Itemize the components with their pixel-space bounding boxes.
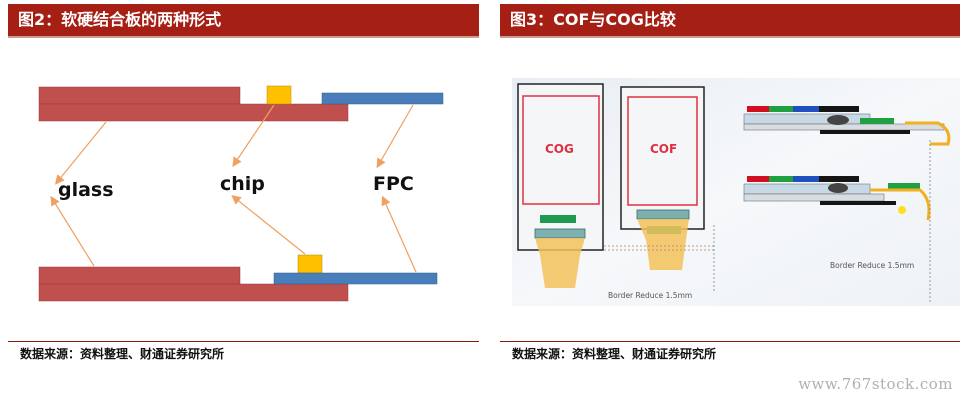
- arrow-glass-top: [54, 121, 107, 185]
- bottom-section-green-block: [769, 176, 793, 182]
- cof-connector: [636, 209, 690, 220]
- bottom-section-black-strip: [820, 201, 896, 205]
- label-chip: chip: [220, 173, 265, 195]
- top-glass-lower: [38, 103, 349, 122]
- top-section-panel: [743, 113, 871, 125]
- arrow-fpc-bottom: [381, 195, 417, 273]
- top-section-glass: [743, 123, 945, 131]
- bottom-fpc: [273, 272, 438, 285]
- cog-display-area: [522, 95, 600, 205]
- bottom-section-flex-curve: [870, 188, 931, 221]
- top-chip: [266, 85, 292, 105]
- cog-connector: [534, 228, 586, 239]
- label-glass: glass: [58, 179, 114, 201]
- bottom-section-blue-block: [793, 176, 819, 182]
- top-section-flex-curve: [905, 121, 951, 146]
- top-section-green-block: [769, 106, 793, 112]
- cof-cog-diagram: COG COF Border Reduce 1.5mm: [512, 78, 960, 306]
- right-source-divider: [500, 341, 960, 342]
- bottom-chip: [297, 254, 323, 274]
- border-reduce-right-label: Border Reduce 1.5mm: [830, 261, 914, 270]
- top-section-black-block: [819, 106, 859, 112]
- top-section-black-strip: [820, 130, 910, 134]
- top-glass-upper: [38, 86, 241, 105]
- left-source-divider: [8, 341, 479, 342]
- cog-chip: [540, 215, 576, 223]
- cof-module-frame: [620, 86, 705, 230]
- bottom-section-green-chip: [888, 183, 920, 189]
- label-fpc: FPC: [373, 173, 414, 195]
- bottom-section-red-block: [747, 176, 769, 182]
- bottom-glass-lower: [38, 283, 349, 302]
- cog-label: COG: [545, 142, 574, 156]
- right-source-note: 数据来源：资料整理、财通证券研究所: [512, 347, 717, 361]
- top-section-blue-block: [793, 106, 819, 112]
- left-figure-panel: 图2：软硬结合板的两种形式 glass chip FPC 数据来源：资料整理、财…: [8, 0, 479, 401]
- right-figure-title: 图3：COF与COG比较: [500, 4, 960, 36]
- bottom-glass-upper: [38, 266, 241, 285]
- bottom-section-black-block: [819, 176, 859, 182]
- arrow-glass-bottom: [50, 195, 95, 267]
- cof-flex-tail: [637, 219, 689, 270]
- left-figure-title: 图2：软硬结合板的两种形式: [8, 4, 479, 36]
- top-section-red-block: [747, 106, 769, 112]
- bottom-section-ic: [828, 183, 848, 193]
- arrow-chip-top: [232, 104, 275, 167]
- cof-label: COF: [650, 142, 677, 156]
- border-reduce-left-label: Border Reduce 1.5mm: [608, 291, 692, 300]
- cog-flex-tail: [535, 238, 585, 288]
- left-source-note: 数据来源：资料整理、财通证券研究所: [20, 347, 225, 361]
- arrow-fpc-top: [376, 104, 414, 169]
- right-figure-panel: 图3：COF与COG比较 COG COF Border Reduce 1.5mm: [500, 0, 960, 401]
- rigid-flex-diagram: glass chip FPC: [38, 85, 444, 302]
- arrow-chip-bottom: [231, 195, 306, 255]
- bottom-section-panel: [743, 183, 871, 195]
- left-title-underline: [8, 36, 479, 38]
- bottom-section-yellow-dot: [898, 206, 906, 214]
- top-section-ic: [827, 115, 849, 125]
- right-title-underline: [500, 36, 960, 38]
- site-watermark: www.767stock.com: [798, 375, 953, 393]
- top-fpc: [321, 92, 444, 105]
- top-section-green-chip: [860, 118, 894, 124]
- bottom-section-glass: [743, 193, 885, 202]
- cof-display-area: [627, 96, 698, 206]
- cog-module-frame: [517, 83, 604, 251]
